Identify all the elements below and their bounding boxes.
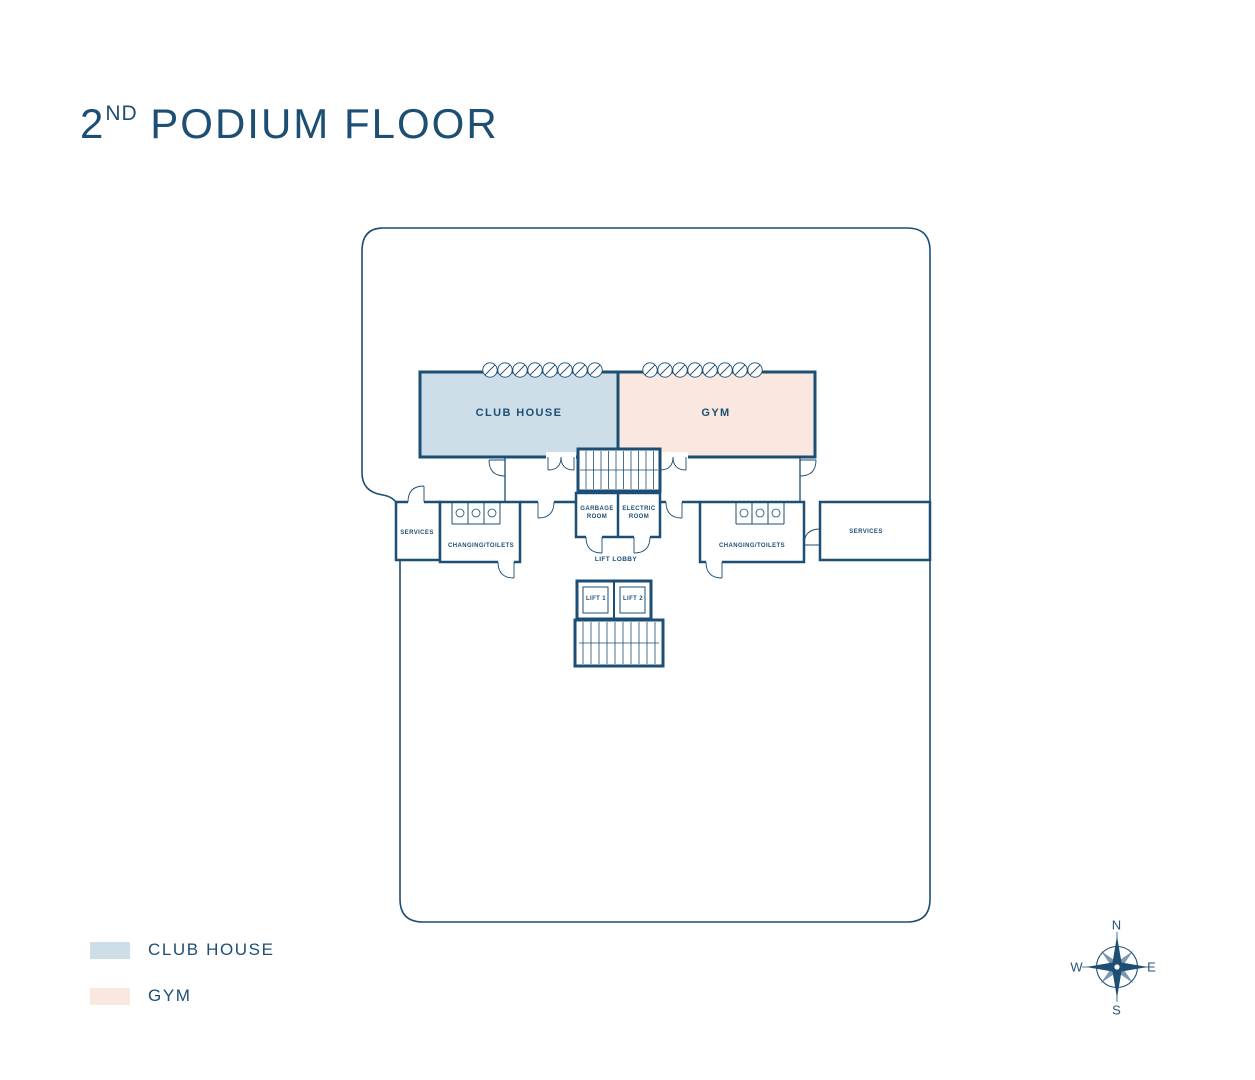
compass-west-label: W xyxy=(1070,959,1084,975)
upper-stair xyxy=(576,447,662,493)
lift-1-label: LIFT 1 xyxy=(585,596,607,603)
electric-room-label: ELECTRIC ROOM xyxy=(622,506,656,520)
lift-1-cell xyxy=(582,586,609,614)
services-left-label: SERVICES xyxy=(400,530,434,537)
club-house-label: CLUB HOUSE xyxy=(475,406,563,419)
lower-stair xyxy=(573,618,665,668)
legend-gym-label: GYM xyxy=(148,986,192,1005)
changing-left-label: CHANGING/TOILETS xyxy=(448,543,514,550)
compass-north-label: N xyxy=(1111,917,1123,933)
lift-lobby-label: LIFT LOBBY xyxy=(594,555,638,563)
building-outline xyxy=(361,227,931,923)
legend-club-house-label: CLUB HOUSE xyxy=(148,940,275,959)
gym-room xyxy=(616,370,817,459)
title-text: PODIUM FLOOR xyxy=(150,100,499,147)
floor-number: 2 xyxy=(80,100,106,147)
right-wing xyxy=(698,500,932,565)
left-wing xyxy=(394,499,522,565)
door-arcs xyxy=(407,456,821,579)
compass-rose-icon xyxy=(1082,932,1152,1002)
compass-south-label: S xyxy=(1112,1002,1122,1018)
lift-2-cell xyxy=(619,586,646,614)
gym-label: GYM xyxy=(701,406,731,419)
changing-right-label: CHANGING/TOILETS xyxy=(719,543,785,550)
floor-ordinal: ND xyxy=(105,102,138,126)
gym-swatch xyxy=(90,987,130,1005)
garbage-electric-rooms xyxy=(574,491,662,540)
club-house-swatch xyxy=(90,941,130,959)
compass-east-label: E xyxy=(1147,959,1157,975)
lift-2-label: LIFT 2 xyxy=(622,596,644,603)
room-door-openings xyxy=(546,452,688,461)
page-title: 2ND PODIUM FLOOR xyxy=(80,100,499,148)
legend-item-gym: GYM xyxy=(90,986,275,1006)
connector-walls xyxy=(504,457,801,502)
legend: CLUB HOUSE GYM xyxy=(90,940,275,1032)
garbage-room-label: GARBAGE ROOM xyxy=(580,506,614,520)
services-right-label: SERVICES xyxy=(849,529,883,536)
corridor-door-gaps xyxy=(538,499,682,505)
legend-item-club-house: CLUB HOUSE xyxy=(90,940,275,960)
